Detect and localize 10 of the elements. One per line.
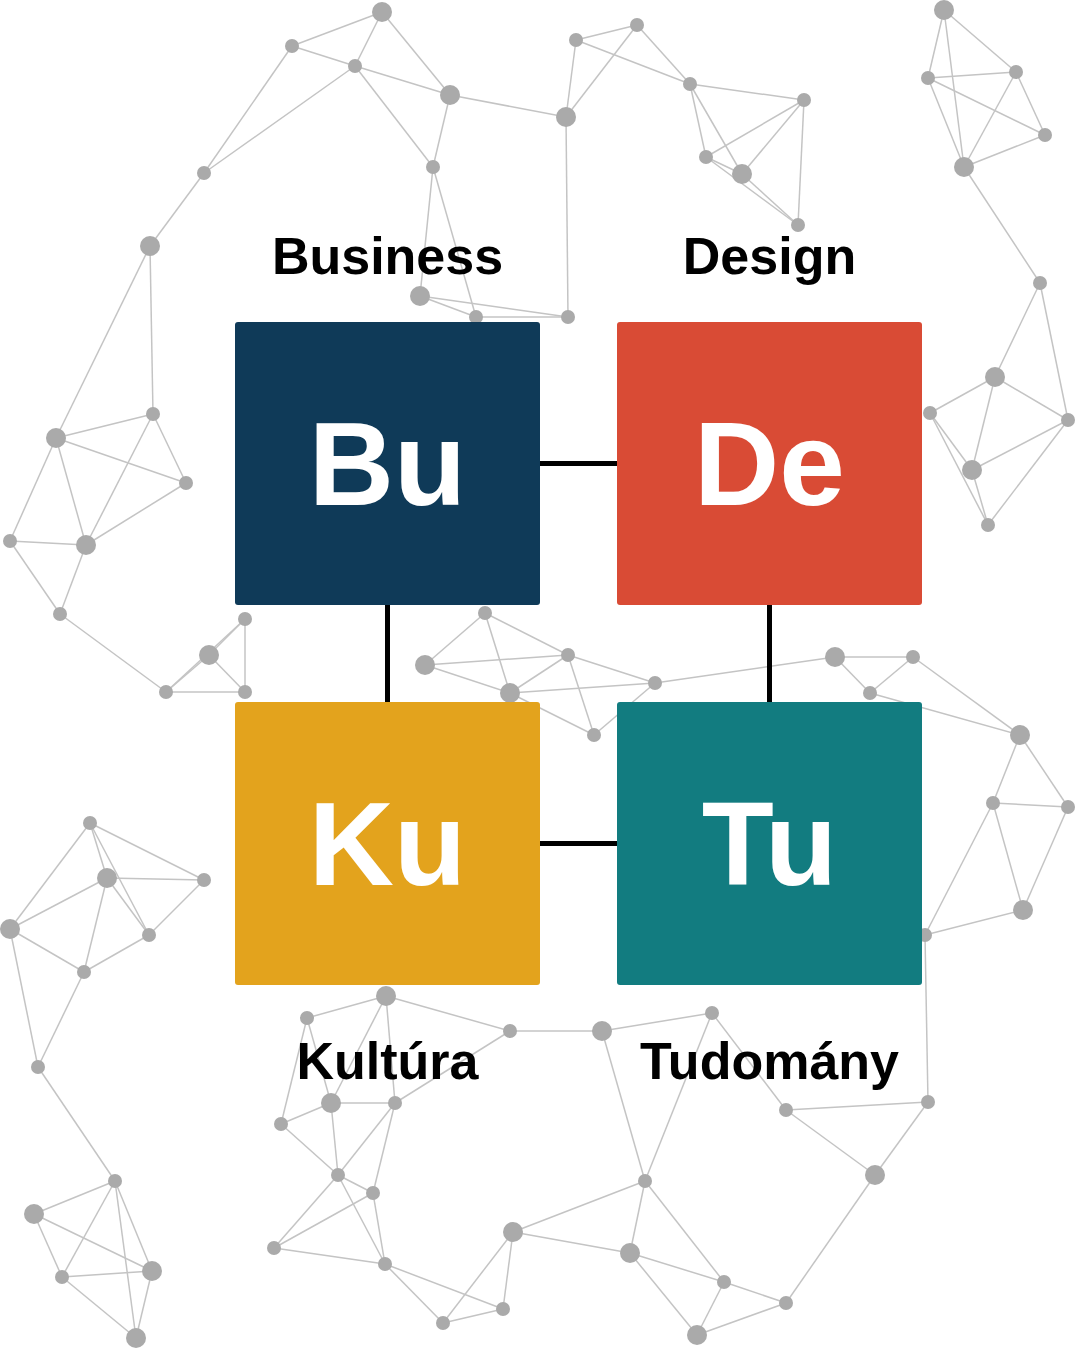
connector-line <box>540 461 617 466</box>
tile-abbreviation: De <box>693 404 846 523</box>
tile-abbreviation: Tu <box>700 784 839 903</box>
connector-line <box>385 605 390 702</box>
tile-abbreviation: Ku <box>307 784 468 903</box>
connector-line <box>540 841 617 846</box>
tile-abbreviation: Bu <box>307 404 468 523</box>
tile-heading: Business <box>270 230 505 282</box>
tile-heading: Kultúra <box>295 1035 480 1087</box>
connector-line <box>767 605 772 702</box>
